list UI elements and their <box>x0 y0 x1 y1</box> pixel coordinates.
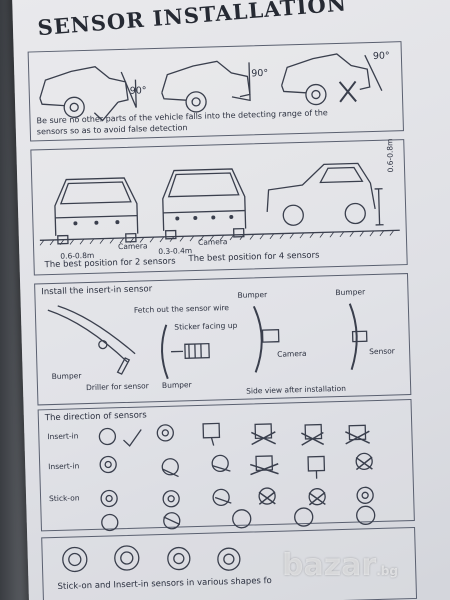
car-rear-diagram-3 <box>281 53 383 106</box>
sensor-side-view <box>348 303 368 370</box>
camera-label: Camera <box>277 348 307 359</box>
side-view-caption: Side view after installation <box>246 383 347 396</box>
panel-detect-range: 90° 90° 90° Be sure no other parts of th… <box>27 41 404 142</box>
insert-in-heading: Install the insert-in sensor <box>41 284 153 298</box>
car-back-4-sensors <box>162 168 247 240</box>
angle-label-3: 90° <box>372 50 390 62</box>
detect-range-note-line2: sensors so as to avoid false detection <box>36 123 188 137</box>
fetch-wire-label: Fetch out the sensor wire <box>133 303 230 315</box>
instruction-sheet: SENSOR INSTALLATION 90° 90° 90° Be sure <box>12 0 450 600</box>
bumper-label-a: Bumper <box>51 371 82 382</box>
page-title: SENSOR INSTALLATION <box>36 0 348 41</box>
car-rear-diagram-2 <box>161 60 251 113</box>
bumper-label-c: Bumper <box>237 289 268 300</box>
angle-label-1: 90° <box>129 85 147 97</box>
car-rear-diagram-1 <box>39 66 137 122</box>
sensor-shape-row <box>62 545 241 573</box>
camera-label-right: Camera <box>197 237 228 247</box>
sensor-label: Sensor <box>369 346 395 357</box>
car-side-height <box>266 162 384 226</box>
car-back-2-sensors <box>54 177 139 245</box>
height-label-right: 0.6-0.8m <box>385 138 396 173</box>
angle-label-2: 90° <box>251 67 269 80</box>
ground-line <box>39 229 400 246</box>
watermark-logo: bazar.bg <box>282 548 398 583</box>
height-label-mid: 0.3-0.4m <box>158 246 193 257</box>
sensor-insert-diagram <box>161 324 210 380</box>
panel-insert-in-install: Install the insert-in sensor Bumper Dril… <box>34 273 412 406</box>
camera-side-view <box>252 305 280 373</box>
row-label-stick-on: Stick-on <box>48 493 80 504</box>
bumper-label-d: Bumper <box>335 287 366 298</box>
panel-sensor-shapes: Stick-on and Insert-in sensors in variou… <box>41 526 418 600</box>
panel-best-position: Camera 0.6-0.8m Camera 0.3-0.4m 0.6-0.8m… <box>30 138 408 276</box>
direction-icon-grid <box>98 422 376 532</box>
driller-label: Driller for sensor <box>85 381 149 393</box>
row-label-insert-1: Insert-in <box>47 431 79 442</box>
panel-sensor-direction: The direction of sensors Insert-in Inser… <box>37 399 415 532</box>
watermark-suffix: .bg <box>376 564 398 578</box>
row-label-insert-2: Insert-in <box>48 461 80 472</box>
caption-4-sensors: The best position for 4 sensors <box>188 250 320 265</box>
camera-label-left: Camera <box>117 241 148 252</box>
bumper-curve-drill <box>47 305 136 375</box>
watermark-text: bazar <box>282 548 377 583</box>
bumper-label-b: Bumper <box>161 380 192 390</box>
